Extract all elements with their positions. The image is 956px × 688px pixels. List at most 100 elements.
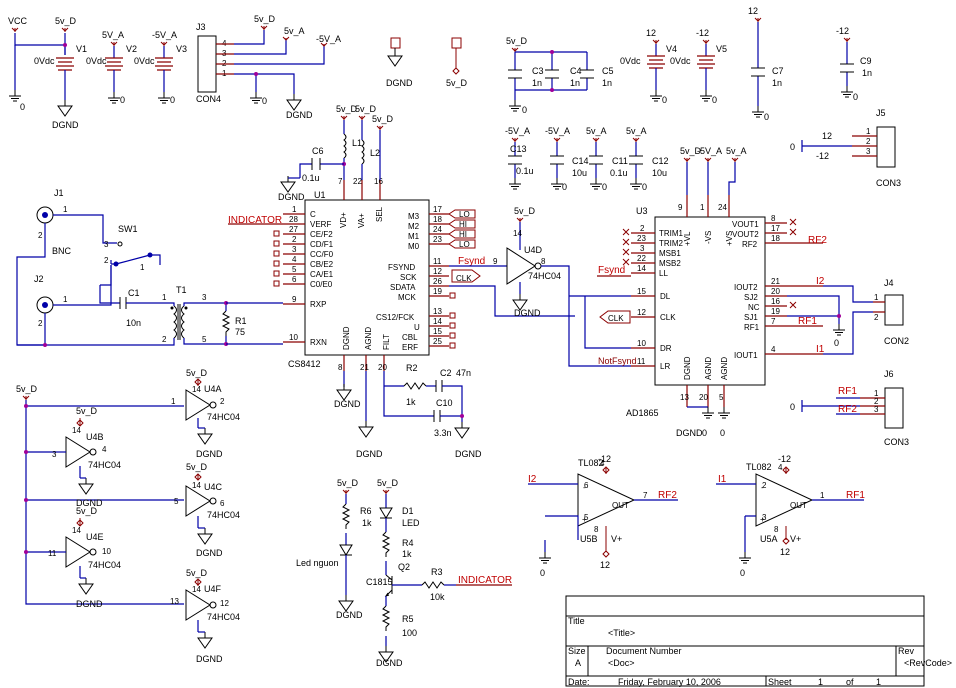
schematic-label: CC/F0 bbox=[310, 250, 334, 259]
schematic-label: 0 bbox=[562, 182, 567, 192]
schematic-label: 14 bbox=[192, 385, 201, 394]
schematic-label: 8 bbox=[594, 525, 599, 534]
schematic-label: DGND bbox=[683, 356, 692, 380]
schematic-label: RXN bbox=[310, 338, 327, 347]
schematic-label: Document Number bbox=[606, 646, 682, 656]
u1-supply-network: 5v_D L1 C6 0.1u DGND 5v_D L2 5v_D bbox=[278, 104, 394, 202]
schematic-label: 26 bbox=[433, 277, 442, 286]
schematic-label: DGND bbox=[196, 654, 223, 664]
schematic-label: 0 bbox=[853, 92, 858, 102]
schematic-label: C7 bbox=[772, 66, 784, 76]
schematic-label: RF1 bbox=[744, 323, 760, 332]
spdif-input-section: J1 BNC 1 2 J2 1 2 SW1 3 2 1 C1 10n 1 2 T… bbox=[16, 188, 283, 347]
schematic-label: TL082 bbox=[578, 458, 604, 468]
schematic-label: DGND bbox=[334, 399, 361, 409]
schematic-label: DGND bbox=[52, 120, 79, 130]
schematic-label: CB/E2 bbox=[310, 260, 334, 269]
schematic-label: FILT bbox=[382, 334, 391, 350]
schematic-label: LO bbox=[459, 240, 470, 249]
schematic-label: CA/E1 bbox=[310, 270, 334, 279]
schematic-label: 5v_D bbox=[16, 384, 38, 394]
schematic-label: 5v_D bbox=[506, 36, 528, 46]
schematic-label: CE/F2 bbox=[310, 230, 333, 239]
opamp-u5b: 6 5 -+ OUT TL082 U5B V+ 4 8 -12 I2 0 7 R… bbox=[528, 454, 678, 578]
schematic-label: RF2 bbox=[838, 404, 857, 415]
schematic-label: M2 bbox=[408, 222, 420, 231]
schematic-label: 24 bbox=[433, 225, 442, 234]
schematic-label: 74HC04 bbox=[88, 460, 121, 470]
schematic-label: SJ2 bbox=[744, 293, 758, 302]
schematic-label: 10u bbox=[652, 168, 667, 178]
schematic-label: 18 bbox=[771, 234, 780, 243]
schematic-label: 74HC04 bbox=[88, 560, 121, 570]
schematic-label: IOUT1 bbox=[734, 351, 758, 360]
schematic-label: 0 bbox=[170, 95, 175, 105]
schematic-label: 5v_D bbox=[186, 368, 208, 378]
schematic-label: 4 bbox=[778, 463, 783, 472]
schematic-label: U4B bbox=[86, 432, 104, 442]
schematic-label: <RevCode> bbox=[904, 658, 952, 668]
schematic-label: 14 bbox=[192, 481, 201, 490]
schematic-label: 2 bbox=[866, 137, 871, 146]
schematic-label: DGND bbox=[676, 428, 703, 438]
schematic-label: M1 bbox=[408, 232, 420, 241]
net-fsynd-u3: Fsynd bbox=[598, 265, 625, 276]
schematic-label: ERF bbox=[402, 343, 418, 352]
schematic-label: 1 bbox=[162, 293, 167, 302]
schematic-label: SW1 bbox=[118, 224, 138, 234]
u3-name: AD1865 bbox=[626, 408, 659, 418]
schematic-label: 2 bbox=[874, 313, 879, 322]
schematic-label: 3 bbox=[762, 513, 767, 522]
schematic-label: RF2 bbox=[658, 490, 677, 501]
schematic-label: 0.1u bbox=[302, 173, 320, 183]
schematic-label: 28 bbox=[289, 215, 298, 224]
schematic-label: M0 bbox=[408, 242, 420, 251]
schematic-label: 7 bbox=[771, 317, 776, 326]
schematic-label: 4 bbox=[771, 345, 776, 354]
schematic-label: TRIM1 bbox=[659, 229, 684, 238]
schematic-label: 1 bbox=[292, 205, 297, 214]
schematic-label: 0 bbox=[642, 182, 647, 192]
net-notfsynd: NotFsynd bbox=[598, 356, 637, 366]
schematic-label: AGND bbox=[720, 357, 729, 380]
schematic-label: 0 bbox=[20, 102, 25, 112]
schematic-label: C14 bbox=[572, 156, 589, 166]
schematic-label: 1 bbox=[866, 127, 871, 136]
schematic-label: 15 bbox=[433, 327, 442, 336]
schematic-label: C0/E0 bbox=[310, 280, 333, 289]
schematic-label: L1 bbox=[352, 138, 362, 148]
schematic-label: -VS bbox=[704, 231, 713, 244]
schematic-label: C13 bbox=[510, 144, 527, 154]
schematic-label: 0Vdc bbox=[134, 56, 155, 66]
schematic-label: -12 bbox=[816, 151, 829, 161]
schematic-label: V+ bbox=[611, 534, 622, 544]
schematic-label: R6 bbox=[360, 506, 372, 516]
schematic-label: U bbox=[414, 323, 420, 332]
schematic-label: 5 bbox=[292, 265, 297, 274]
schematic-label: DGND bbox=[196, 548, 223, 558]
schematic-label: 25 bbox=[433, 337, 442, 346]
schematic-label: 0 bbox=[120, 95, 125, 105]
schematic-label: R4 bbox=[402, 538, 414, 548]
schematic-label: DGND bbox=[342, 326, 351, 350]
schematic-label: R1 bbox=[235, 316, 247, 326]
schematic-label: 11 bbox=[637, 357, 646, 366]
schematic-label: VOUT1 bbox=[732, 220, 759, 229]
schematic-label: CLK bbox=[660, 313, 676, 322]
schematic-label: OUT bbox=[612, 501, 629, 510]
schematic-label: C bbox=[310, 210, 316, 219]
schematic-label: 11 bbox=[48, 549, 57, 558]
schematic-label: 5v_D bbox=[76, 406, 98, 416]
schematic-label: 12 bbox=[780, 547, 790, 557]
schematic-label: 13 bbox=[170, 597, 179, 606]
schematic-label: I1 bbox=[816, 344, 825, 355]
v5d-label: 5v_D bbox=[55, 16, 77, 26]
schematic-label: Title bbox=[568, 616, 585, 626]
schematic-label: 12 bbox=[220, 599, 229, 608]
schematic-label: 16 bbox=[374, 177, 383, 186]
schematic-label: C9 bbox=[860, 56, 872, 66]
